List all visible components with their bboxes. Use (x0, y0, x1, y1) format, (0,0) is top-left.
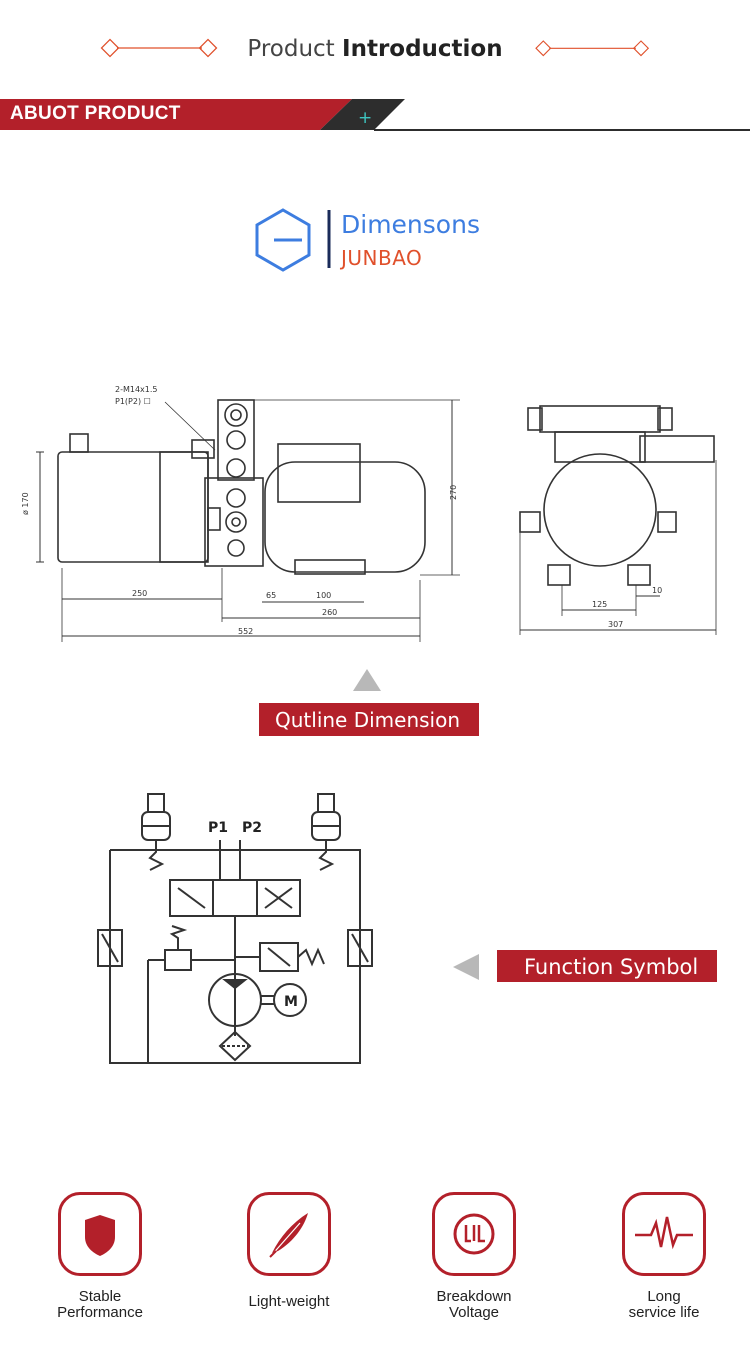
caption-line1: Long (647, 1288, 681, 1305)
shield-icon (85, 1215, 115, 1256)
dimensions-hexagon-logo (255, 208, 331, 272)
about-product-label: ABUOT PRODUCT (10, 103, 181, 124)
right-diamond-decoration (535, 40, 650, 57)
plus-icon: + (358, 108, 372, 128)
page-title: Product Introduction (0, 36, 750, 62)
dim-250: 250 (132, 589, 147, 598)
feature-caption: Stable Performance (15, 1289, 185, 1321)
motor-symbol: M (284, 994, 298, 1010)
function-symbol-schematic: P1 P2 M (97, 793, 373, 1064)
feature-caption: Breakdown Voltage (389, 1289, 559, 1321)
callout-p1p2: P1(P2) ☐ (115, 397, 151, 406)
jil-logo-icon (453, 1213, 495, 1255)
title-bold: Introduction (342, 36, 503, 62)
dim-552: 552 (238, 627, 253, 636)
caption-line2: Performance (57, 1304, 143, 1321)
dimensions-subtitle: JUNBAO (341, 246, 423, 270)
port-p1: P1 (208, 820, 228, 836)
caption-line1: Light-weight (248, 1293, 330, 1310)
function-symbol-label: Function Symbol (497, 950, 717, 982)
triangle-up-icon (353, 669, 381, 691)
outline-dimension-label: Qutline Dimension (259, 703, 479, 736)
dim-100: 100 (316, 591, 331, 600)
feature-icons-row: Stable Performance Light-weight Break (0, 1190, 750, 1340)
triangle-left-icon (453, 954, 479, 980)
dim-270: 270 (449, 485, 458, 500)
about-product-bar: + (0, 99, 750, 131)
feature-ring (622, 1192, 706, 1276)
dimensions-title: Dimensons (341, 210, 480, 239)
caption-line1: Breakdown (436, 1288, 512, 1305)
feature-ring (247, 1192, 331, 1276)
outline-dimension-drawing: ø 170 270 250 65 100 260 552 2-M14x1.5 P… (21, 385, 717, 642)
dim-260: 260 (322, 608, 337, 617)
caption-line2: service life (628, 1304, 700, 1321)
dim-125: 125 (592, 600, 607, 609)
left-diamond-decoration (100, 38, 218, 58)
feature-caption: Light-weight (204, 1294, 374, 1310)
feature-ring (58, 1192, 142, 1276)
dim-65: 65 (266, 591, 276, 600)
title-light: Product (247, 36, 335, 62)
dim-307: 307 (608, 620, 623, 629)
page-header: Product Introduction (0, 0, 750, 100)
caption-line2: Voltage (448, 1304, 500, 1321)
feature-ring (432, 1192, 516, 1276)
pulse-icon (635, 1216, 693, 1250)
dim-10: 10 (652, 586, 662, 595)
caption-line1: Stable (78, 1288, 122, 1305)
dim-dia-170: ø 170 (21, 492, 30, 515)
callout-ports: 2-M14x1.5 (115, 385, 158, 394)
port-p2: P2 (242, 820, 262, 836)
feature-caption: Long service life (579, 1289, 749, 1321)
feather-icon (269, 1213, 308, 1258)
